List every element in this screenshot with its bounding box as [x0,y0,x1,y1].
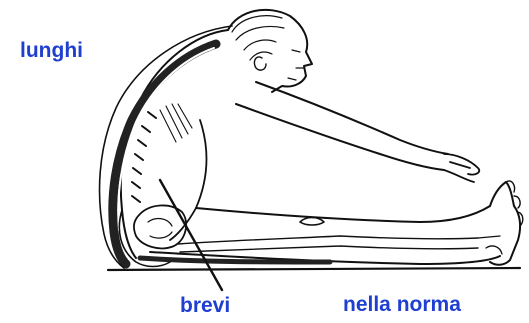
torso-front [170,120,206,240]
ear [254,57,266,70]
label-normal-muscles: nella norma [343,294,461,315]
hand [444,154,479,182]
shoulder-hatching [160,104,192,142]
long-muscles-band [113,44,216,264]
arm-upper [256,82,448,154]
leg-upper-contour [196,206,490,222]
face-details [288,50,304,80]
pelvis-detail [148,219,172,239]
short-muscles-band [140,258,330,262]
label-long-muscles: lunghi [20,40,83,61]
foot [490,182,520,265]
floor-line [108,268,520,270]
label-short-muscles: brevi [180,295,230,316]
leg-bones [178,236,478,252]
hair-strands [232,16,284,60]
heel-bones [478,236,502,254]
knee [300,218,324,226]
